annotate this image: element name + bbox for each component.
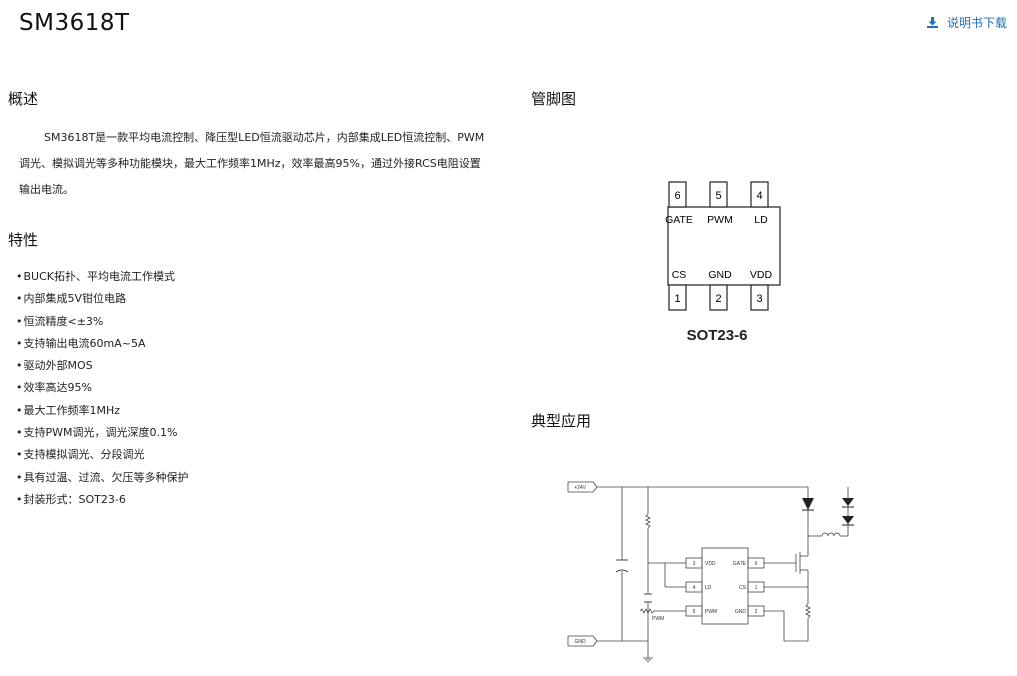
ic-pin-number: 2 (755, 609, 758, 615)
pin-number: 2 (715, 293, 721, 305)
pin-box (709, 284, 728, 311)
pin-name: GATE (665, 214, 693, 226)
ic-pin-name: PWM (705, 609, 717, 615)
pin-box (668, 181, 687, 208)
feature-item: 恒流精度<±3% (16, 311, 189, 333)
overview-heading: 概述 (8, 90, 39, 108)
gnd-terminal-label: GND (574, 639, 586, 645)
page-title: SM3618T (19, 10, 130, 36)
pin-name: LD (754, 214, 768, 226)
feature-item: 支持PWM调光，调光深度0.1% (16, 422, 189, 444)
feature-item: BUCK拓扑、平均电流工作模式 (16, 266, 189, 288)
pin-number: 6 (674, 190, 680, 202)
ic-pin-name: GND (735, 609, 747, 615)
input-voltage-label: +24V (574, 485, 586, 491)
pin-box (750, 284, 769, 311)
overview-paragraph: SM3618T是一款平均电流控制、降压型LED恒流驱动芯片，内部集成LED恒流控… (19, 125, 489, 203)
ic-pin-number: 6 (755, 561, 758, 567)
gnd-terminal (567, 635, 598, 647)
download-icon (926, 17, 938, 28)
application-heading: 典型应用 (531, 412, 592, 430)
overview-text: SM3618T是一款平均电流控制、降压型LED恒流驱动芯片，内部集成LED恒流控… (19, 131, 485, 196)
features-heading: 特性 (8, 231, 39, 249)
ic-pin-name: GATE (733, 561, 747, 567)
resistor (639, 608, 663, 614)
feature-item: 内部集成5V钳位电路 (16, 288, 189, 310)
pin-number: 3 (756, 293, 762, 305)
ic-pin-number: 4 (693, 585, 696, 591)
pin-name: CS (672, 269, 687, 281)
download-label: 说明书下载 (946, 16, 1007, 30)
resistor (805, 603, 811, 619)
pin-name: VDD (750, 269, 773, 281)
ic-pin-number: 3 (693, 561, 696, 567)
pin-number: 5 (715, 190, 721, 202)
pin-name: GND (708, 269, 732, 281)
package-label: SOT23-6 (687, 327, 748, 344)
feature-item: 支持输出电流60mA~5A (16, 333, 189, 355)
led (842, 516, 854, 524)
diode (802, 498, 814, 510)
feature-item: 封装形式：SOT23-6 (16, 489, 189, 511)
ic-pin-number: 1 (755, 585, 758, 591)
pin-number: 1 (674, 293, 680, 305)
pwm-input-label: PWM (652, 616, 664, 622)
download-manual-link[interactable]: 说明书下载 (926, 14, 1007, 31)
pin-name: PWM (707, 214, 733, 226)
feature-item: 最大工作频率1MHz (16, 400, 189, 422)
ic-pin-number: 5 (693, 609, 696, 615)
feature-item: 具有过温、过流、欠压等多种保护 (16, 467, 189, 489)
pinout-heading: 管脚图 (531, 90, 577, 108)
pin-box (750, 181, 769, 208)
ic-pin-name: LD (705, 585, 712, 591)
pinout-diagram: 6 5 4 GATE PWM LD CS GND VDD 1 2 3 SOT23… (665, 181, 781, 344)
feature-item: 支持模拟调光、分段调光 (16, 444, 189, 466)
features-list: BUCK拓扑、平均电流工作模式 内部集成5V钳位电路 恒流精度<±3% 支持输出… (16, 266, 189, 511)
ic-pin-name: VDD (705, 561, 716, 567)
pin-box (668, 284, 687, 311)
resistor (645, 513, 651, 529)
feature-item: 驱动外部MOS (16, 355, 189, 377)
inductor (821, 532, 841, 537)
feature-item: 效率高达95% (16, 377, 189, 399)
application-circuit: +24V GND PWM 3 4 5 VDD LD PWM 6 1 2 GATE… (567, 481, 854, 663)
pin-number: 4 (756, 190, 762, 202)
ground-symbol (643, 657, 653, 663)
input-terminal (567, 481, 598, 493)
ic-pin-name: CS (739, 585, 747, 591)
led (842, 498, 854, 506)
pin-box (709, 181, 728, 208)
